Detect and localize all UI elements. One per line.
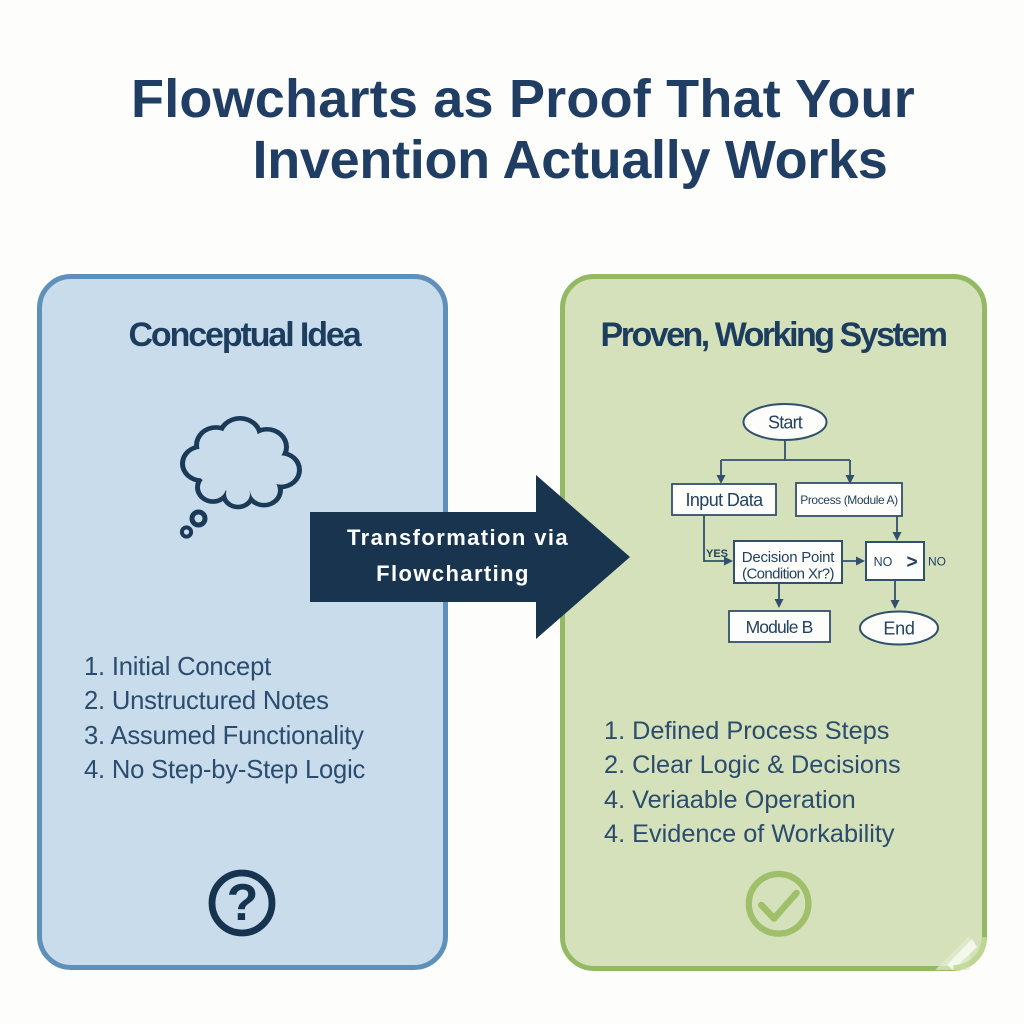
svg-text:>: > xyxy=(906,552,917,573)
svg-text:End: End xyxy=(883,619,914,639)
svg-text:Module B: Module B xyxy=(746,617,813,637)
svg-text:YES: YES xyxy=(706,548,728,560)
svg-text:Process (Module A): Process (Module A) xyxy=(800,493,898,507)
svg-text:(Condition Xr?): (Condition Xr?) xyxy=(742,566,834,583)
svg-text:NO: NO xyxy=(928,555,946,569)
svg-text:Decision Point: Decision Point xyxy=(742,549,835,566)
svg-text:NO: NO xyxy=(874,555,893,569)
svg-text:?: ? xyxy=(227,874,259,932)
svg-text:Start: Start xyxy=(768,413,803,433)
svg-text:Input Data: Input Data xyxy=(685,490,764,510)
